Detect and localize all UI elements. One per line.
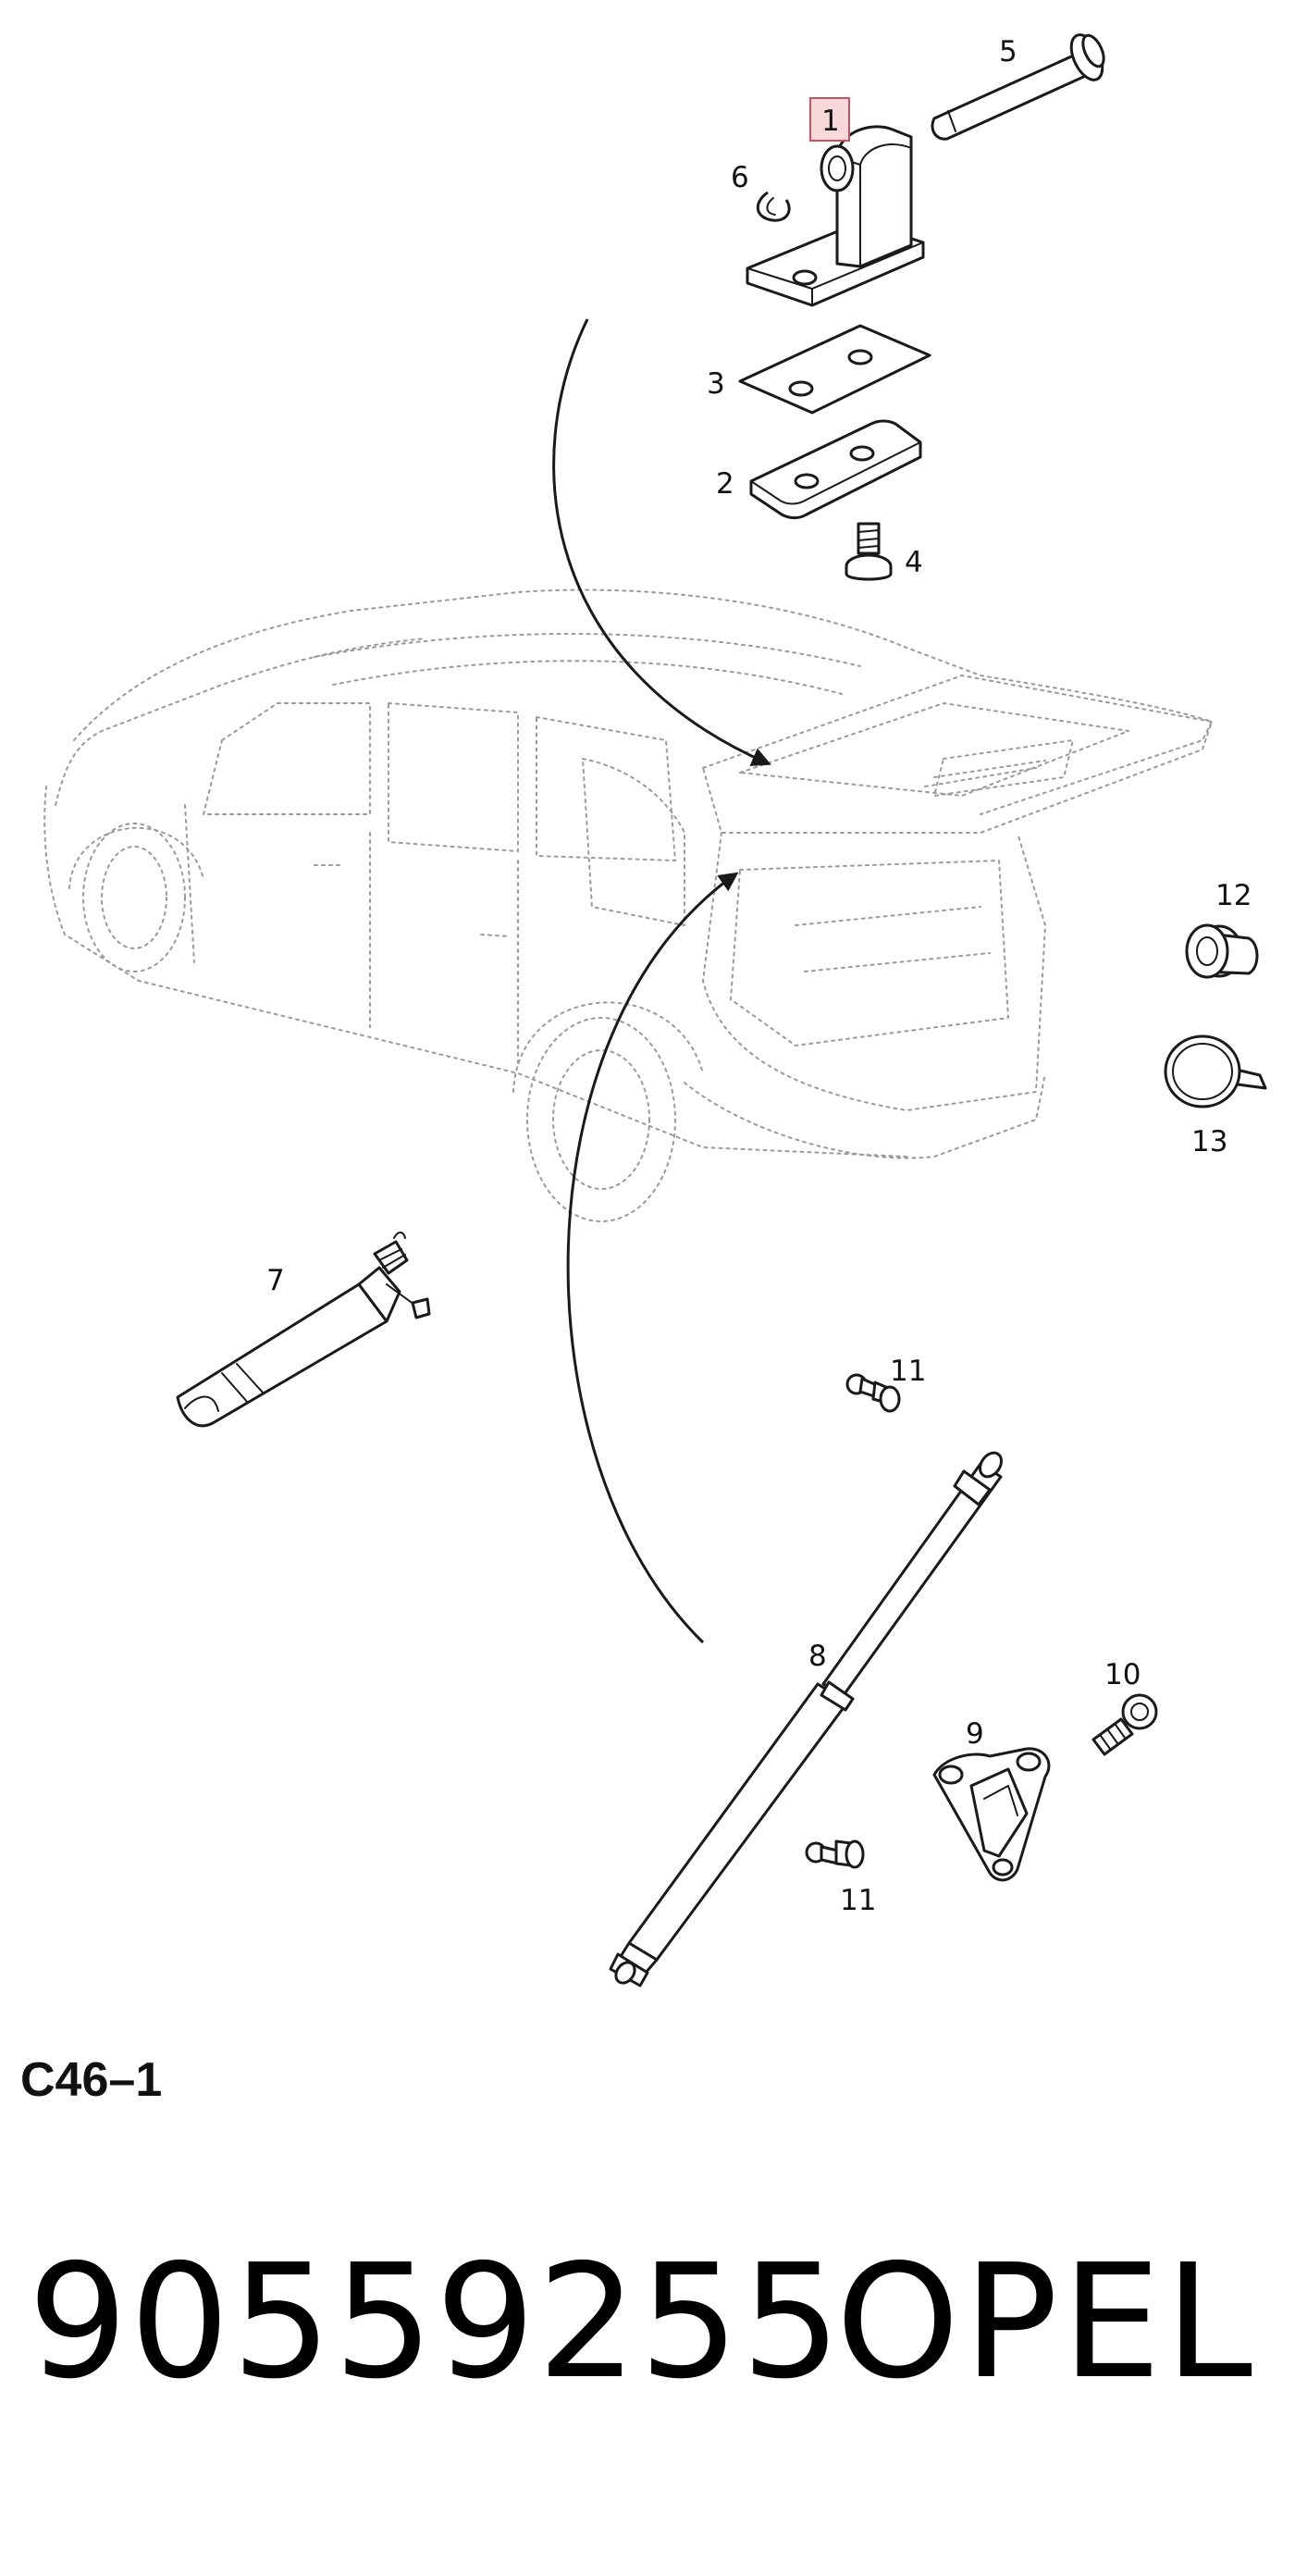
callout-12[interactable]: 12 bbox=[1215, 879, 1252, 912]
vehicle-outline bbox=[43, 588, 1213, 1222]
diagram-code: C46–1 bbox=[20, 2053, 163, 2107]
highlight-box-callout-1 bbox=[809, 97, 850, 142]
bracket-bolt bbox=[1092, 1693, 1158, 1756]
callout-8[interactable]: 8 bbox=[808, 1640, 827, 1673]
callout-13[interactable]: 13 bbox=[1191, 1125, 1227, 1158]
strut-bracket bbox=[932, 1747, 1051, 1882]
reinforcement-plate bbox=[749, 419, 922, 520]
hinge-gasket bbox=[738, 324, 931, 415]
retaining-clip bbox=[756, 191, 791, 222]
callout-4[interactable]: 4 bbox=[905, 546, 923, 579]
ball-stud-lower bbox=[805, 1839, 865, 1869]
ball-stud-upper bbox=[845, 1373, 901, 1413]
lubricant-tube bbox=[176, 1232, 431, 1428]
push-clip bbox=[1164, 1034, 1267, 1108]
gas-strut bbox=[609, 1451, 1003, 1988]
part-number: 90559255 bbox=[28, 2231, 844, 2414]
callout-10[interactable]: 10 bbox=[1104, 1658, 1141, 1691]
callout-1[interactable]: 1 bbox=[821, 105, 840, 138]
arrow-hinge-to-tailgate bbox=[552, 318, 771, 766]
brand-name: OPEL bbox=[835, 2231, 1256, 2414]
callout-11-upper[interactable]: 11 bbox=[890, 1355, 926, 1388]
grommet bbox=[1185, 923, 1259, 979]
hinge-pin bbox=[931, 33, 1105, 141]
callout-5[interactable]: 5 bbox=[999, 35, 1018, 68]
arrow-strut-to-tailgate bbox=[566, 872, 739, 1644]
callout-2[interactable]: 2 bbox=[716, 467, 734, 501]
callout-3[interactable]: 3 bbox=[707, 367, 725, 401]
callout-9[interactable]: 9 bbox=[966, 1717, 984, 1751]
callout-7[interactable]: 7 bbox=[266, 1264, 285, 1297]
hinge-bolt bbox=[845, 522, 893, 581]
callout-6[interactable]: 6 bbox=[731, 161, 749, 194]
tailgate-hinge bbox=[746, 125, 925, 307]
callout-11-lower[interactable]: 11 bbox=[840, 1884, 876, 1917]
